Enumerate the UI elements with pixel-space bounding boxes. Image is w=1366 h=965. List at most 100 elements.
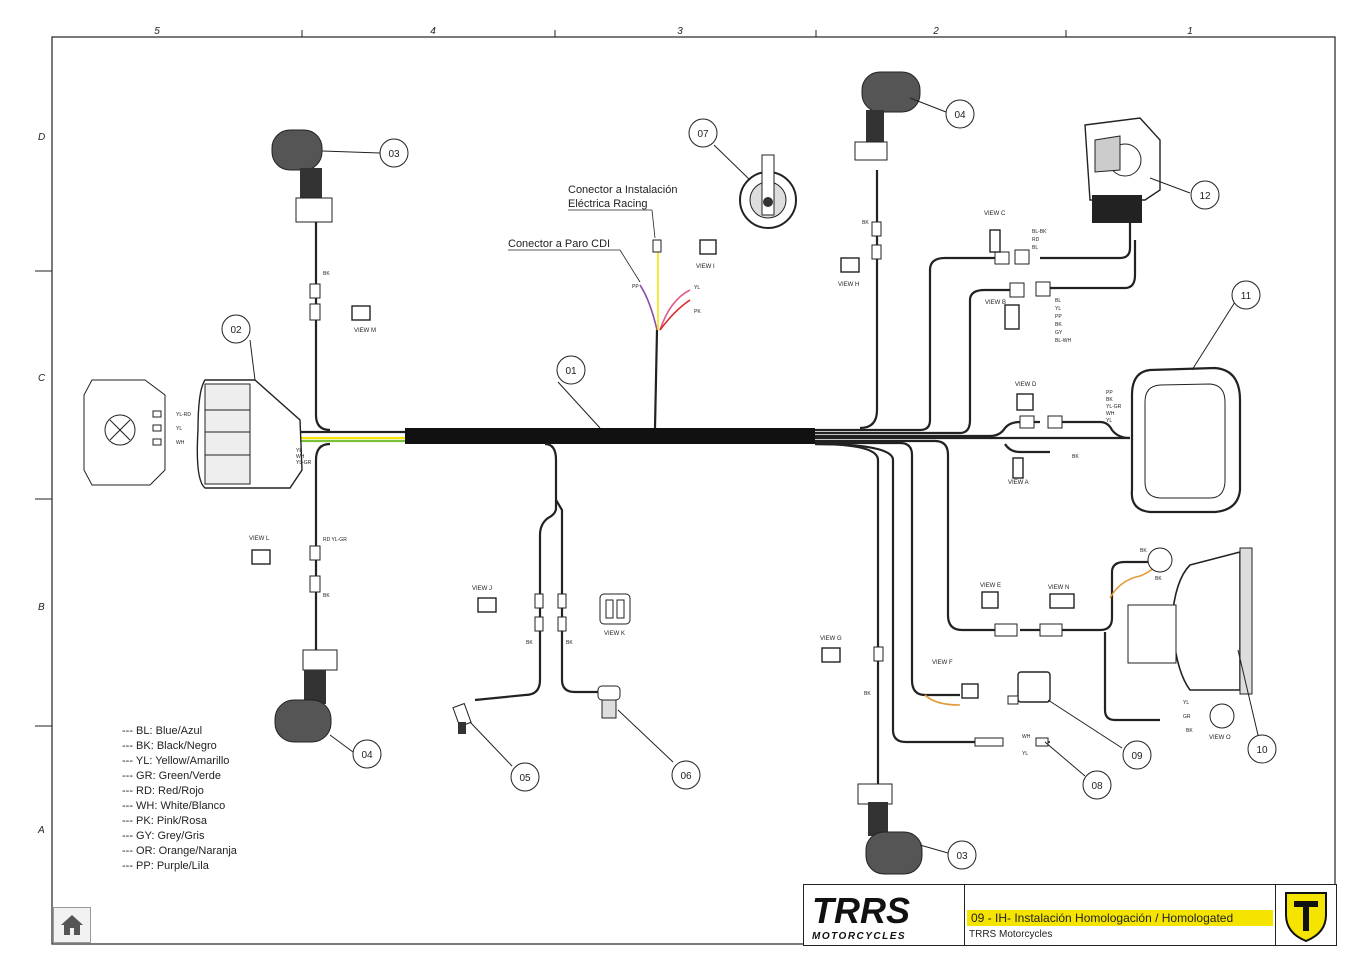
callout-10: 10 xyxy=(1256,745,1268,756)
wire-tag: BK xyxy=(1186,728,1193,734)
wire-tag: BL-BK xyxy=(1032,229,1047,235)
legend-item: GR: Green/Verde xyxy=(122,769,237,784)
callout-12: 12 xyxy=(1199,191,1211,202)
callout-04: 04 xyxy=(954,110,966,121)
sensor-05 xyxy=(452,702,472,734)
row-label: B xyxy=(38,602,45,613)
row-label: C xyxy=(38,373,46,384)
wire-tag: WH xyxy=(1022,734,1031,740)
wire-tag: PP xyxy=(1055,314,1062,320)
view-label: VIEW E xyxy=(980,583,1001,589)
wire-tag: GY xyxy=(1055,330,1063,336)
wire-tag: YL xyxy=(1183,700,1189,706)
wire-tag: BK xyxy=(566,640,573,646)
column-label: 2 xyxy=(932,26,939,37)
wire-tag: YL-GR xyxy=(1106,404,1122,410)
view-label: VIEW O xyxy=(1209,735,1231,741)
flasher-relay xyxy=(1007,671,1051,705)
headlight-assembly xyxy=(83,379,303,489)
wire-tag: YL xyxy=(176,426,182,432)
turn-indicator-rear-left xyxy=(274,649,338,743)
wire-tag: RD xyxy=(1032,237,1040,243)
wire-tag: BL xyxy=(1055,298,1061,304)
wire-tag: BK xyxy=(1072,454,1079,460)
wire-tag: PP xyxy=(632,284,639,290)
wire-tag: WH xyxy=(1106,411,1115,417)
view-label: VIEW M xyxy=(354,328,376,334)
column-label: 3 xyxy=(677,26,683,37)
wire-tag: BK xyxy=(1140,548,1147,554)
wire-tag: BK xyxy=(862,220,869,226)
wire-tag: BK xyxy=(323,271,330,277)
wire-tag: PP xyxy=(1106,390,1113,396)
turn-indicator-front-left xyxy=(271,129,333,223)
column-label: 1 xyxy=(1187,26,1193,37)
handlebar-switch xyxy=(1084,117,1161,223)
callout-03: 03 xyxy=(388,149,400,160)
legend-item: YL: Yellow/Amarillo xyxy=(122,754,237,769)
wire-tag: YL xyxy=(1022,751,1028,757)
logo-main: TRRS xyxy=(812,890,910,931)
horn xyxy=(739,154,797,229)
wire-tag: RD YL-GR xyxy=(323,537,347,543)
wire-tag: BK xyxy=(1055,322,1062,328)
legend-item: PP: Purple/Lila xyxy=(122,859,237,874)
view-label: VIEW C xyxy=(984,211,1006,217)
callout-11: 11 xyxy=(1241,291,1252,302)
main-harness xyxy=(405,428,815,444)
wire-tag: BK xyxy=(323,593,330,599)
view-label: VIEW L xyxy=(249,536,270,542)
view-label: VIEW J xyxy=(472,586,492,592)
racing-connector-label: Conector a Instalación xyxy=(568,184,677,196)
callout-05: 05 xyxy=(519,773,531,784)
tail-light xyxy=(1127,547,1253,729)
callout-08: 08 xyxy=(1091,781,1103,792)
turn-indicator-front-right xyxy=(854,71,921,161)
brand-emblem-icon xyxy=(1275,885,1336,945)
title-block: TRRS MOTORCYCLES 09 - IH- Instalación Ho… xyxy=(803,884,1337,946)
legend-item: OR: Orange/Naranja xyxy=(122,844,237,859)
wire-tag: YL-RD xyxy=(176,412,191,418)
view-label: VIEW H xyxy=(838,282,859,288)
column-label: 4 xyxy=(430,26,436,37)
wire-tag: BK xyxy=(864,691,871,697)
row-label: D xyxy=(38,132,45,143)
legend-item: RD: Red/Rojo xyxy=(122,784,237,799)
cdi-connector-label: Conector a Paro CDI xyxy=(508,238,610,250)
sensor-06 xyxy=(597,685,621,719)
wire-tag: BK xyxy=(526,640,533,646)
view-k-connector xyxy=(599,593,631,625)
wire-tag: YL xyxy=(694,285,700,291)
wire-tag: BK xyxy=(1155,576,1162,582)
view-label: VIEW I xyxy=(696,264,715,270)
wire-tag: YL xyxy=(1055,306,1061,312)
wire-tag: BL-WH xyxy=(1055,338,1072,344)
turn-indicator-rear-right xyxy=(857,783,923,875)
view-label: VIEW F xyxy=(932,660,953,666)
logo-sub: MOTORCYCLES xyxy=(812,931,906,942)
instrument-display xyxy=(1130,366,1242,514)
color-legend: BL: Blue/Azul BK: Black/Negro YL: Yellow… xyxy=(122,724,237,874)
wire-tag: PK xyxy=(694,309,701,315)
column-label: 5 xyxy=(154,26,160,37)
view-label: VIEW B xyxy=(985,300,1006,306)
legend-item: WH: White/Blanco xyxy=(122,799,237,814)
wire-tag: GR xyxy=(1183,714,1191,720)
callout-02: 02 xyxy=(230,325,242,336)
view-label: VIEW G xyxy=(820,636,842,642)
wire-tag: WH xyxy=(176,440,185,446)
legend-item: BL: Blue/Azul xyxy=(122,724,237,739)
callout-03: 03 xyxy=(956,851,968,862)
wire-tag: YL xyxy=(1106,418,1112,424)
view-label: VIEW N xyxy=(1048,585,1069,591)
view-label: VIEW D xyxy=(1015,382,1037,388)
wire-tag: BL xyxy=(1032,245,1038,251)
drawing-subtitle: TRRS Motorcycles xyxy=(969,929,1053,940)
wire-tag: BK xyxy=(1106,397,1113,403)
home-button[interactable] xyxy=(53,907,91,943)
wire-tag: YL-GR xyxy=(296,460,312,466)
legend-item: BK: Black/Negro xyxy=(122,739,237,754)
trrs-logo: TRRS MOTORCYCLES xyxy=(804,885,965,945)
view-label: VIEW K xyxy=(604,631,625,637)
